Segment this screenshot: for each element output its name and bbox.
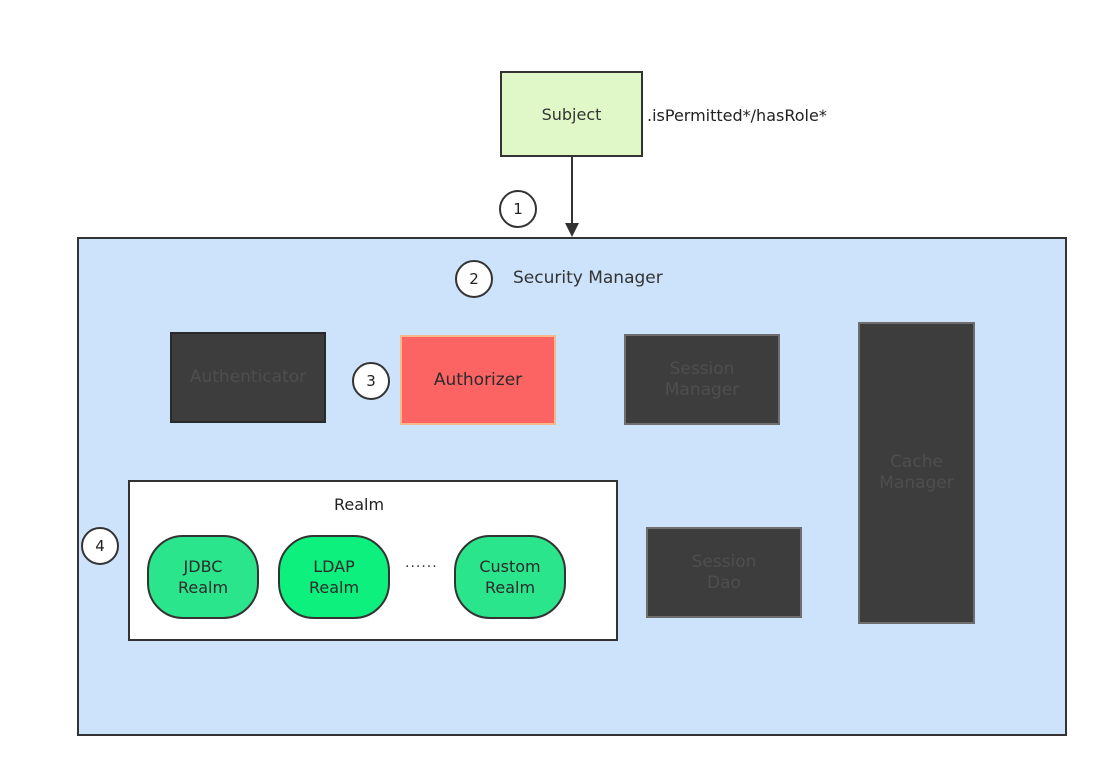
custom-realm-label-line1: Custom xyxy=(479,557,541,576)
session-manager-box: Session Manager xyxy=(624,334,780,425)
step-marker-4: 4 xyxy=(81,527,119,565)
arrow-head xyxy=(565,223,579,237)
jdbc-realm-label-line1: JDBC xyxy=(183,557,223,576)
session-dao-box: Session Dao xyxy=(646,527,802,618)
ldap-realm-box: LDAP Realm xyxy=(278,535,390,619)
authorizer-box: Authorizer xyxy=(400,335,556,425)
subject-label: Subject xyxy=(541,104,602,124)
security-manager-title: Security Manager xyxy=(513,268,663,288)
session-manager-label-line1: Session xyxy=(669,358,735,379)
cache-manager-label-line1: Cache xyxy=(890,452,943,472)
subject-box: Subject xyxy=(500,71,643,157)
jdbc-realm-box: JDBC Realm xyxy=(147,535,259,619)
session-dao-label-line1: Session xyxy=(691,551,757,572)
step-marker-1: 1 xyxy=(499,190,537,228)
authorizer-label: Authorizer xyxy=(433,370,523,390)
custom-realm-label-line2: Realm xyxy=(484,578,536,597)
cache-manager-label-line2: Manager xyxy=(879,473,954,493)
step-marker-2: 2 xyxy=(455,260,493,298)
authenticator-label: Authenticator xyxy=(189,367,307,387)
realm-ellipsis: ...... xyxy=(405,555,438,571)
jdbc-realm-label-line2: Realm xyxy=(177,578,229,597)
ldap-realm-label-line1: LDAP xyxy=(313,557,355,576)
subject-call-label: .isPermitted*/hasRole* xyxy=(647,106,827,125)
session-dao-label-line2: Dao xyxy=(707,572,741,593)
ldap-realm-label-line2: Realm xyxy=(308,578,360,597)
authenticator-box: Authenticator xyxy=(170,332,326,423)
session-manager-label-line2: Manager xyxy=(664,379,740,400)
custom-realm-box: Custom Realm xyxy=(454,535,566,619)
realm-title: Realm xyxy=(334,495,385,514)
cache-manager-box: Cache Manager xyxy=(858,322,975,624)
step-marker-3: 3 xyxy=(352,362,390,400)
